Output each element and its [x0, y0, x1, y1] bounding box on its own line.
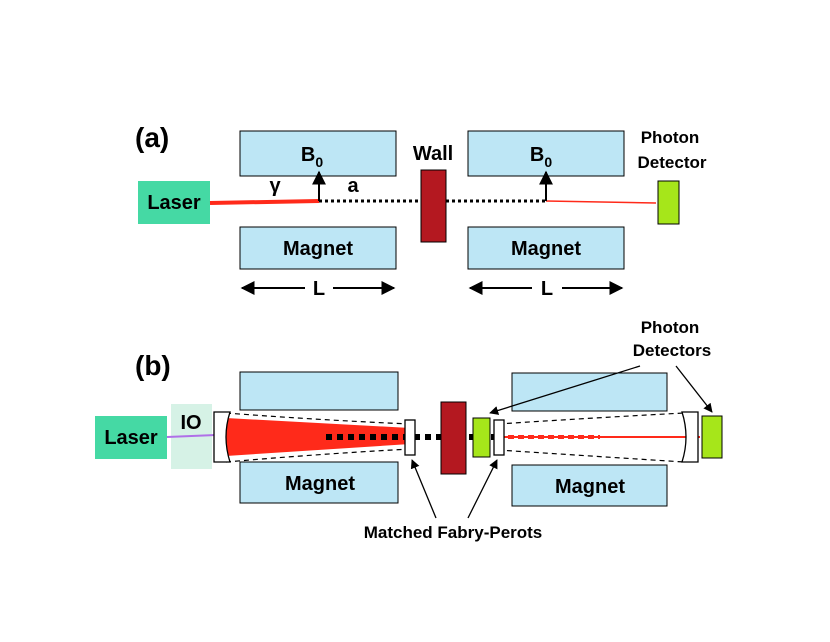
panel-b-label: (b): [135, 350, 171, 381]
wall-a: [420, 169, 447, 243]
length-label-right: L: [541, 278, 553, 300]
cavity-mirror-left: [213, 411, 231, 463]
cavity-envelope-left-bottom: [225, 448, 411, 463]
photon-detector-a: [657, 180, 680, 225]
wall-b: [440, 401, 467, 475]
detector-pointer-outer: [675, 365, 713, 413]
field-label-right: B0: [530, 144, 552, 170]
magnet-bottom-right-b: [511, 464, 668, 507]
panel-a-label: (a): [135, 122, 169, 153]
magnet-bottom-right-a: [467, 226, 625, 270]
gamma-label: γ: [269, 175, 281, 197]
magnet-bottom-left-b: [239, 461, 399, 504]
io-label: IO: [180, 412, 201, 434]
magnet-label-left-a: Magnet: [283, 238, 353, 260]
magnet-top-left-b: [239, 371, 399, 411]
fabry-perot-pointer-left: [410, 459, 437, 519]
fabry-perot-label: Matched Fabry-Perots: [364, 523, 543, 542]
photon-detector-outer: [701, 415, 723, 459]
laser-box-b: [95, 416, 167, 459]
magnet-label-right-a: Magnet: [511, 238, 581, 260]
axion-label: a: [347, 175, 359, 197]
photon-detector-inner: [472, 417, 491, 458]
cavity-envelope-right-top: [497, 412, 685, 425]
laser-label-b: Laser: [104, 427, 158, 449]
cavity-beam-left: [226, 418, 410, 456]
detector-pointer-inner: [489, 365, 641, 415]
length-label-left: L: [313, 278, 325, 300]
magnet-top-left-a: [239, 130, 397, 177]
magnet-top-right-b: [511, 372, 668, 412]
cavity-mirror-right: [681, 411, 699, 463]
detectors-label-line1: Photon: [641, 318, 700, 337]
cavity-envelope-left-top: [225, 412, 411, 425]
detector-label-line2: Detector: [638, 153, 707, 172]
input-fiber: [166, 434, 217, 438]
magnet-bottom-left-a: [239, 226, 397, 270]
fabry-perot-pointer-right: [467, 459, 498, 519]
wall-label: Wall: [413, 143, 453, 165]
regenerated-photon-beam-a: [545, 200, 657, 204]
fabry-perot-mirror-right: [493, 419, 505, 456]
magnet-label-right-b: Magnet: [555, 476, 625, 498]
laser-label-a: Laser: [147, 192, 201, 214]
field-label-left: B0: [301, 144, 323, 170]
laser-box-a: [138, 181, 210, 224]
detector-label-line1: Photon: [641, 128, 700, 147]
photon-beam-a: [209, 199, 320, 205]
cavity-envelope-right-bottom: [497, 449, 685, 463]
magnet-label-left-b: Magnet: [285, 473, 355, 495]
detectors-label-line2: Detectors: [633, 341, 711, 360]
fabry-perot-mirror-left: [404, 419, 416, 456]
